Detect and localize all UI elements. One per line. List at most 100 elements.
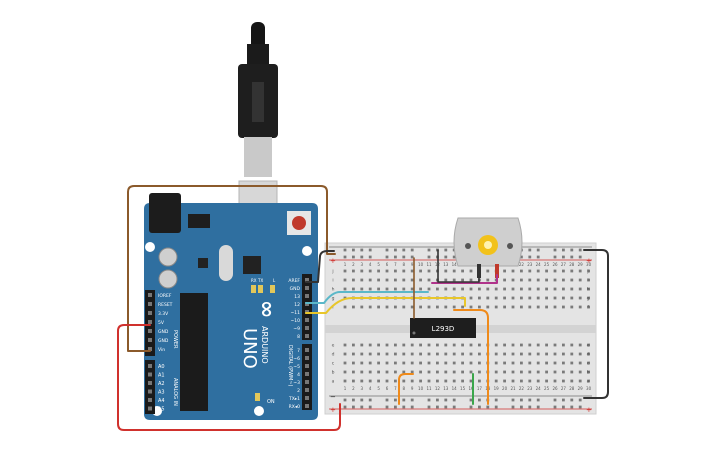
breadboard-hole bbox=[545, 370, 548, 374]
breadboard-hole bbox=[419, 370, 422, 374]
rail-hole bbox=[528, 255, 532, 259]
breadboard-hole bbox=[553, 278, 557, 282]
breadboard-hole bbox=[511, 287, 515, 291]
breadboard-hole bbox=[553, 305, 557, 309]
column-number: 23 bbox=[527, 386, 533, 391]
breadboard-hole bbox=[360, 370, 364, 374]
breadboard-hole bbox=[419, 379, 422, 383]
breadboard-hole bbox=[478, 361, 481, 365]
rail-hole bbox=[536, 248, 540, 252]
breadboard-hole bbox=[444, 269, 448, 273]
breadboard-hole bbox=[436, 379, 439, 383]
breadboard-hole bbox=[419, 361, 422, 365]
breadboard-hole bbox=[570, 305, 574, 309]
breadboard-hole bbox=[511, 379, 515, 383]
rail-hole bbox=[562, 255, 565, 259]
breadboard-hole bbox=[377, 278, 380, 282]
breadboard-hole bbox=[511, 269, 515, 273]
breadboard-hole bbox=[419, 278, 422, 282]
header-pin bbox=[305, 396, 309, 400]
chip-body bbox=[410, 318, 476, 338]
breadboard-hole bbox=[343, 305, 347, 309]
small-chip bbox=[198, 258, 208, 268]
column-number: 7 bbox=[394, 386, 397, 391]
breadboard-hole bbox=[461, 343, 464, 347]
breadboard-hole bbox=[452, 287, 456, 291]
digital-pin-label: AREF bbox=[288, 278, 300, 284]
breadboard-hole bbox=[545, 296, 548, 300]
mount-hole bbox=[145, 242, 155, 252]
breadboard-hole bbox=[360, 287, 364, 291]
breadboard-hole bbox=[486, 278, 490, 282]
breadboard-hole bbox=[352, 305, 355, 309]
breadboard-hole bbox=[402, 379, 406, 383]
led-label: TX bbox=[257, 278, 263, 283]
breadboard-hole bbox=[394, 379, 397, 383]
breadboard-hole bbox=[410, 278, 414, 282]
analog-pin-label: A4 bbox=[158, 398, 165, 404]
column-number: 14 bbox=[452, 386, 458, 391]
motor-lead bbox=[477, 264, 481, 278]
rail-hole bbox=[536, 398, 540, 402]
breadboard-hole bbox=[377, 305, 380, 309]
power-pin-label: 3.3V bbox=[158, 311, 169, 317]
breadboard-hole bbox=[343, 379, 347, 383]
rail-hole bbox=[452, 255, 456, 259]
breadboard-hole bbox=[562, 361, 565, 365]
rail-hole bbox=[562, 405, 565, 409]
breadboard-hole bbox=[444, 379, 448, 383]
header-pin bbox=[148, 364, 152, 368]
breadboard-hole bbox=[536, 305, 540, 309]
rail-hole bbox=[553, 255, 557, 259]
breadboard-hole bbox=[436, 352, 439, 356]
motor-screw bbox=[465, 243, 471, 249]
column-number: 5 bbox=[377, 386, 380, 391]
breadboard-hole bbox=[452, 370, 456, 374]
column-number: 4 bbox=[369, 262, 372, 267]
breadboard-hole bbox=[536, 296, 540, 300]
row-letter: h bbox=[332, 287, 335, 293]
breadboard-hole bbox=[436, 370, 439, 374]
breadboard-hole bbox=[394, 305, 397, 309]
breadboard-hole bbox=[536, 370, 540, 374]
rail-hole bbox=[385, 248, 389, 252]
usb-plug-grip bbox=[252, 82, 264, 122]
breadboard-hole bbox=[562, 305, 565, 309]
breadboard-hole bbox=[536, 278, 540, 282]
digital-pin-label: 8 bbox=[297, 334, 300, 340]
breadboard-hole bbox=[394, 269, 397, 273]
breadboard-hole bbox=[578, 379, 582, 383]
rail-hole bbox=[478, 398, 481, 402]
analog-pin-label: A0 bbox=[158, 364, 165, 370]
power-pin-label: GND bbox=[158, 329, 169, 335]
breadboard-hole bbox=[377, 379, 380, 383]
breadboard-hole bbox=[444, 343, 448, 347]
rail-hole bbox=[578, 255, 582, 259]
breadboard-hole bbox=[385, 343, 389, 347]
rail-hole bbox=[352, 255, 355, 259]
breadboard-hole bbox=[528, 269, 532, 273]
breadboard-hole bbox=[553, 296, 557, 300]
breadboard-hole bbox=[478, 305, 481, 309]
header-pin bbox=[148, 338, 152, 342]
rail-hole bbox=[410, 405, 414, 409]
header-pin bbox=[305, 348, 309, 352]
rail-hole bbox=[528, 398, 532, 402]
breadboard-hole bbox=[385, 287, 389, 291]
column-number: 26 bbox=[552, 262, 558, 267]
rail-hole bbox=[578, 248, 582, 252]
breadboard-hole bbox=[436, 361, 439, 365]
header-pin bbox=[148, 406, 152, 411]
breadboard-hole bbox=[545, 287, 548, 291]
rail-hole bbox=[553, 248, 557, 252]
breadboard-hole bbox=[343, 287, 347, 291]
breadboard-hole bbox=[452, 278, 456, 282]
breadboard-hole bbox=[562, 352, 565, 356]
column-number: 6 bbox=[386, 262, 389, 267]
rail-hole bbox=[368, 255, 372, 259]
column-number: 22 bbox=[519, 386, 525, 391]
digital-header-bottom bbox=[302, 344, 312, 410]
column-number: 3 bbox=[361, 386, 364, 391]
breadboard-hole bbox=[578, 305, 582, 309]
breadboard-hole bbox=[536, 352, 540, 356]
